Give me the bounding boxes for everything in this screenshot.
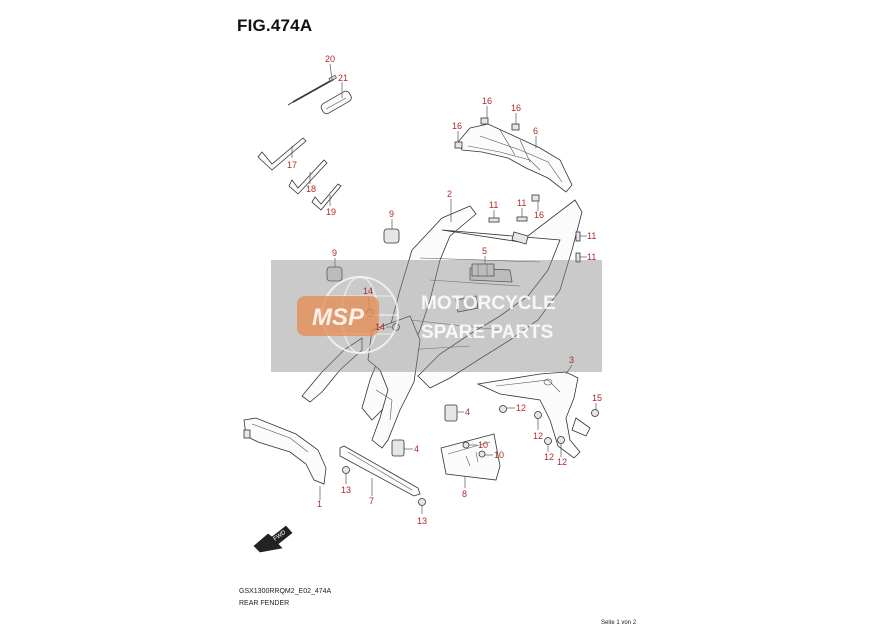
lower-cover-part-3 — [476, 371, 591, 459]
hex-wrench-part-18 — [288, 159, 328, 195]
screw-part-12d — [557, 436, 565, 444]
callout-labels: 20 21 17 18 19 16 16 16 6 2 11 11 16 11 … — [287, 54, 602, 526]
cushion-part-4a — [444, 404, 458, 422]
bolt-part-13a — [342, 466, 350, 474]
callout-10-a: 10 — [478, 440, 488, 450]
stud-part-11d — [575, 252, 581, 263]
callout-12-d: 12 — [557, 457, 567, 467]
page-indicator: Seite 1 von 2 — [601, 620, 637, 626]
screw-part-12c — [544, 437, 552, 445]
callout-11-b: 11 — [517, 198, 526, 208]
screw-part-10b — [478, 450, 486, 458]
figure-code: GSX1300RRQM2_E02_474A — [239, 588, 332, 595]
callout-16-b: 16 — [511, 103, 521, 113]
bolt-part-16d — [531, 194, 540, 202]
figure-name: REAR FENDER — [239, 600, 290, 607]
callout-6: 6 — [533, 126, 538, 136]
callout-1: 1 — [317, 499, 322, 509]
hex-wrench-part-17 — [257, 137, 307, 171]
stud-part-11a — [488, 217, 500, 223]
callout-11-d: 11 — [587, 252, 596, 262]
stud-part-11b — [516, 216, 528, 222]
callout-16-c: 16 — [452, 121, 462, 131]
callout-3: 3 — [569, 355, 574, 365]
callout-19: 19 — [326, 207, 336, 217]
figure-title: FIG.474A — [237, 16, 313, 35]
stud-part-11c — [575, 231, 581, 242]
screw-part-15 — [591, 409, 599, 417]
screw-part-12b — [534, 411, 542, 419]
screwdriver-shaft-part-20 — [287, 74, 337, 106]
msp-logo-badge — [297, 296, 379, 336]
callout-2: 2 — [447, 189, 452, 199]
hex-wrench-part-19 — [311, 183, 342, 211]
callout-11-c: 11 — [587, 231, 596, 241]
callout-4-a: 4 — [465, 407, 470, 417]
callout-9-b: 9 — [332, 248, 337, 258]
callout-16-a: 16 — [482, 96, 492, 106]
side-cover-part-1 — [243, 417, 327, 485]
screw-part-12a — [499, 405, 507, 413]
leader-lines — [291, 63, 597, 514]
bolt-part-16c — [454, 141, 463, 149]
bracket-part-6 — [457, 123, 573, 193]
callout-9-a: 9 — [389, 209, 394, 219]
screw-part-10a — [462, 441, 470, 449]
plate-bracket-part-8 — [440, 433, 501, 481]
rubber-cushion-part-9a — [383, 228, 400, 244]
callout-8: 8 — [462, 489, 467, 499]
callout-21: 21 — [338, 73, 348, 83]
callout-14-a: 14 — [363, 286, 373, 296]
cushion-part-4b — [391, 439, 405, 457]
callout-12-c: 12 — [544, 452, 554, 462]
callout-14-b: 14 — [375, 322, 385, 332]
clamp-part-5 — [471, 263, 495, 277]
callout-7: 7 — [369, 496, 374, 506]
callout-5: 5 — [482, 246, 487, 256]
forward-direction-arrow: FWD — [253, 525, 293, 553]
callout-20: 20 — [325, 54, 335, 64]
rubber-cushion-part-9b — [326, 266, 343, 282]
watermark-logo: MSP — [312, 304, 365, 331]
callout-17: 17 — [287, 160, 297, 170]
inner-fender-assembly — [301, 315, 421, 449]
bolt-part-16a — [480, 117, 489, 125]
callout-12-b: 12 — [533, 431, 543, 441]
callout-10-b: 10 — [494, 450, 504, 460]
bolt-part-16b — [511, 123, 520, 131]
callout-18: 18 — [306, 184, 316, 194]
screwdriver-handle-part-21 — [320, 90, 352, 115]
bolt-part-13b — [418, 498, 426, 506]
callout-11-a: 11 — [489, 200, 498, 210]
callout-13-a: 13 — [341, 485, 351, 495]
callout-15: 15 — [592, 393, 602, 403]
callout-12-a: 12 — [516, 403, 526, 413]
watermark: MSP MOTORCYCLE SPARE PARTS — [271, 260, 602, 372]
callout-16-d: 16 — [534, 210, 544, 220]
watermark-line-1: MOTORCYCLE — [421, 293, 556, 314]
stay-part-7 — [339, 445, 421, 497]
callout-4-b: 4 — [414, 444, 419, 454]
callout-13-b: 13 — [417, 516, 427, 526]
watermark-line-2: SPARE PARTS — [421, 322, 553, 343]
